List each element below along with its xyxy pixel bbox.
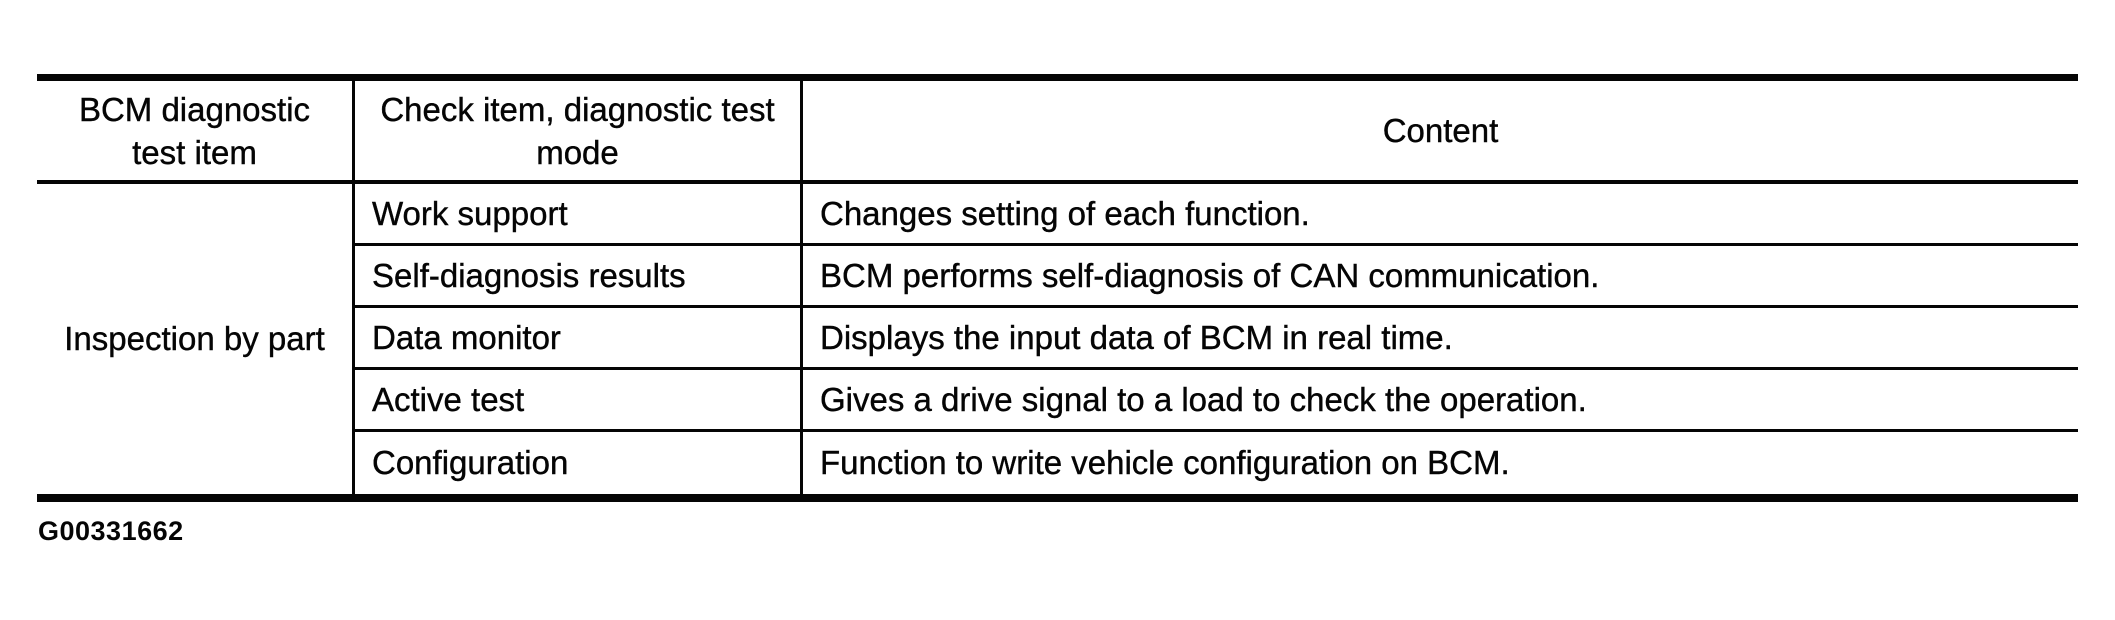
header-cell-test-item: BCM diagnostic test item: [37, 81, 352, 184]
cell-content-self-diagnosis: BCM performs self-diagnosis of CAN commu…: [800, 246, 2078, 308]
cell-content-configuration: Function to write vehicle configuration …: [800, 432, 2078, 494]
content-text: Changes setting of each function.: [820, 194, 1310, 232]
figure-id: G00331662: [38, 516, 184, 546]
mode-label: Data monitor: [372, 318, 561, 356]
content-text: Gives a drive signal to a load to check …: [820, 380, 1587, 418]
cell-content-data-monitor: Displays the input data of BCM in real t…: [800, 308, 2078, 370]
header-cell-check-item: Check item, diagnostic test mode: [352, 81, 800, 184]
content-text: BCM performs self-diagnosis of CAN commu…: [820, 256, 1600, 294]
content-text: Function to write vehicle configuration …: [820, 444, 1510, 481]
content-text: Displays the input data of BCM in real t…: [820, 318, 1453, 356]
header-check-item-line2: mode: [536, 133, 619, 171]
cell-mode-configuration: Configuration: [352, 432, 800, 494]
cell-mode-self-diagnosis: Self-diagnosis results: [352, 246, 800, 308]
mode-label: Work support: [372, 194, 568, 232]
cell-mode-active-test: Active test: [352, 370, 800, 432]
header-check-item-line1: Check item, diagnostic test: [380, 90, 775, 128]
cell-content-active-test: Gives a drive signal to a load to check …: [800, 370, 2078, 432]
cell-mode-data-monitor: Data monitor: [352, 308, 800, 370]
group-cell-inspection-by-part: Inspection by part: [37, 184, 352, 494]
header-test-item-line1: BCM diagnostic: [78, 90, 311, 128]
header-test-item-line2: test item: [132, 133, 257, 171]
bcm-diagnostic-table: BCM diagnostic test item Check item, dia…: [37, 74, 2078, 502]
mode-label: Configuration: [372, 444, 569, 481]
cell-mode-work-support: Work support: [352, 184, 800, 246]
mode-label: Active test: [372, 380, 525, 418]
header-content-label: Content: [1382, 112, 1499, 149]
cell-content-work-support: Changes setting of each function.: [800, 184, 2078, 246]
mode-label: Self-diagnosis results: [372, 256, 686, 294]
header-cell-content: Content: [800, 81, 2078, 184]
group-label: Inspection by part: [64, 320, 325, 357]
